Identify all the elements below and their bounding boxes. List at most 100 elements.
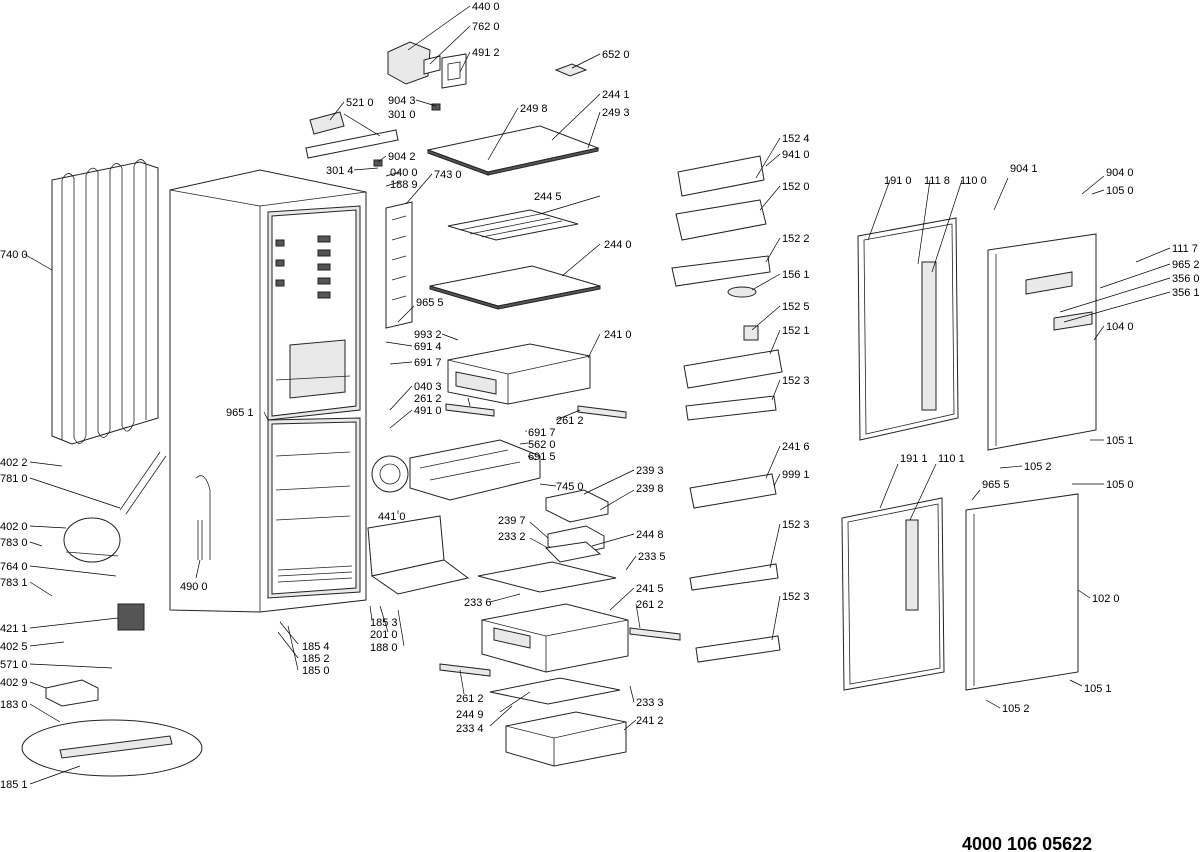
callout-402-2: 402 2 [0, 457, 28, 469]
callout-402-5: 402 5 [0, 641, 28, 653]
part-652 [554, 63, 588, 77]
callout-233-3: 233 3 [636, 697, 664, 709]
callout-904-2: 904 2 [388, 151, 416, 163]
callout-241-5: 241 5 [636, 583, 664, 595]
callout-241-6: 241 6 [782, 441, 810, 453]
callout-244-9: 244 9 [456, 709, 484, 721]
callout-402-9: 402 9 [0, 677, 28, 689]
callout-244-8: 244 8 [636, 529, 664, 541]
callout-110-0: 110 0 [960, 175, 987, 187]
callout-105-1-b: 105 1 [1084, 683, 1112, 695]
callout-105-0-b: 105 0 [1106, 479, 1134, 491]
compressor [63, 517, 121, 563]
glass-shelf-top [426, 125, 600, 176]
callout-301-4: 301 4 [326, 165, 354, 177]
callout-740-0: 740 0 [0, 249, 28, 261]
callout-183-0: 183 0 [0, 699, 28, 711]
rail-freezer-right [629, 627, 681, 641]
fridge-cabinet [169, 169, 367, 613]
leader-lines [23, 5, 1171, 785]
callout-356-0: 356 0 [1172, 273, 1200, 285]
base-plate [59, 735, 173, 759]
callout-762-0: 762 0 [472, 21, 500, 33]
callout-301-0: 301 0 [388, 109, 416, 121]
callout-105-0-a: 105 0 [1106, 185, 1134, 197]
freezer-glass-shelf [477, 561, 617, 593]
callout-185-0: 185 0 [302, 665, 330, 677]
callout-745-0: 745 0 [556, 481, 584, 493]
callout-261-2-d: 261 2 [456, 693, 484, 705]
callout-743-0: 743 0 [434, 169, 462, 181]
pipe-781 [119, 451, 167, 515]
callout-965-5-top: 965 5 [416, 297, 444, 309]
callout-105-2-a: 105 2 [1024, 461, 1052, 473]
fridge-door [987, 233, 1097, 451]
callout-152-5: 152 5 [782, 301, 810, 313]
callout-999-1: 999 1 [782, 469, 810, 481]
callout-244-5: 244 5 [534, 191, 562, 203]
callout-491-2: 491 2 [472, 47, 500, 59]
freezer-tray-small [544, 489, 609, 563]
callout-156-1: 156 1 [782, 269, 810, 281]
freezer-door [965, 493, 1079, 691]
callout-441-0: 441 0 [378, 511, 406, 523]
callout-152-3-b: 152 3 [782, 519, 810, 531]
callout-239-8: 239 8 [636, 483, 664, 495]
callout-571-0: 571 0 [0, 659, 28, 671]
callout-040-0: 040 0 [390, 167, 418, 179]
callout-105-2-b: 105 2 [1002, 703, 1030, 715]
freezer-drawer-large [481, 603, 629, 673]
callout-040-3: 040 3 [414, 381, 442, 393]
callout-490-0: 490 0 [180, 581, 208, 593]
callout-691-5: 691 5 [528, 451, 556, 463]
callout-691-7-b: 691 7 [528, 427, 556, 439]
callout-152-1: 152 1 [782, 325, 810, 337]
callout-261-2-b: 261 2 [556, 415, 584, 427]
callout-102-0: 102 0 [1092, 593, 1120, 605]
callout-904-3: 904 3 [388, 95, 416, 107]
callout-185-2: 185 2 [302, 653, 330, 665]
callout-261-2-a: 261 2 [414, 393, 442, 405]
callout-111-7: 111 7 [1172, 243, 1198, 255]
callout-993-2: 993 2 [414, 329, 442, 341]
callout-652-0: 652 0 [602, 49, 630, 61]
callout-691-4: 691 4 [414, 341, 442, 353]
callout-152-3-a: 152 3 [782, 375, 810, 387]
callout-152-0: 152 0 [782, 181, 810, 193]
door-bins [671, 155, 783, 663]
callout-764-0: 764 0 [0, 561, 28, 573]
fan-housing-top [387, 41, 467, 89]
callout-185-3: 185 3 [370, 617, 398, 629]
fridge-door-gasket [857, 217, 959, 441]
callout-152-2: 152 2 [782, 233, 810, 245]
rail-right [577, 405, 627, 419]
fan-assembly [371, 439, 541, 501]
callout-239-3: 239 3 [636, 465, 664, 477]
callout-421-1: 421 1 [0, 623, 28, 635]
callout-239-7: 239 7 [498, 515, 526, 527]
freezer-glass-lower [489, 677, 621, 705]
callout-781-0: 781 0 [0, 473, 28, 485]
callout-233-5: 233 5 [638, 551, 666, 563]
crisper-drawer [447, 343, 591, 405]
callout-152-3-c: 152 3 [782, 591, 810, 603]
callout-241-0: 241 0 [604, 329, 632, 341]
callout-402-0: 402 0 [0, 521, 28, 533]
callout-241-2: 241 2 [636, 715, 664, 727]
callout-904-0: 904 0 [1106, 167, 1134, 179]
freezer-drawer-bottom [505, 711, 627, 767]
callout-965-1: 965 1 [226, 407, 254, 419]
callout-244-1: 244 1 [602, 89, 630, 101]
callout-201-0: 201 0 [370, 629, 398, 641]
callout-562-0: 562 0 [528, 439, 556, 451]
callout-244-0: 244 0 [604, 239, 632, 251]
callout-261-2-c: 261 2 [636, 599, 664, 611]
callout-249-3: 249 3 [602, 107, 630, 119]
rail-left [445, 403, 495, 417]
wire-shelf [447, 209, 579, 241]
callout-105-1-a: 105 1 [1106, 435, 1134, 447]
air-duct-panel [385, 201, 413, 329]
condenser-coil [51, 159, 159, 445]
callout-356-1: 356 1 [1172, 287, 1200, 299]
